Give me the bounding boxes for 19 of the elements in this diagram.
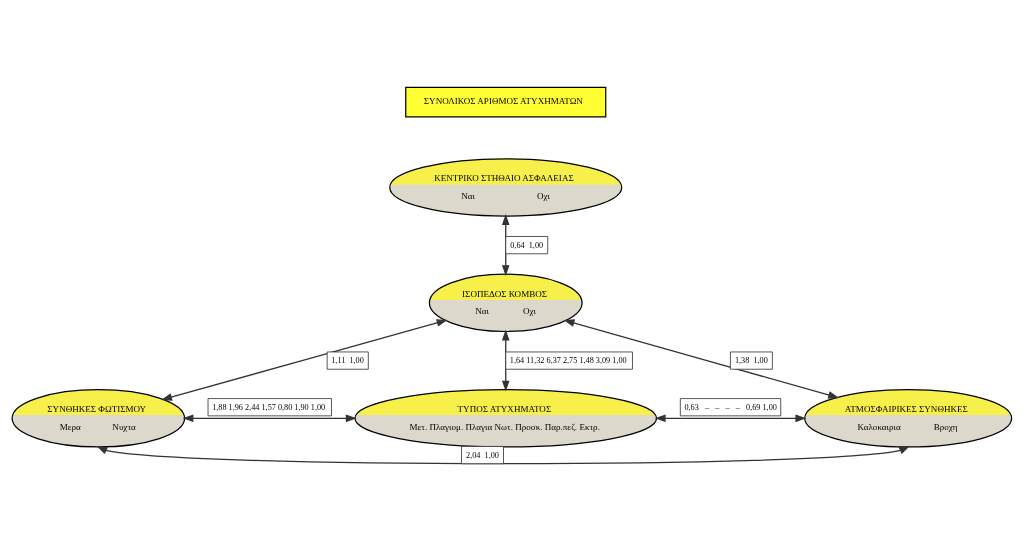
node-ellipse: ΤΥΠΟΣ ΑΤΥΧΗΜΑΤΟΣ Μετ. Πλαγιομ. Πλαγια Νωτ. Προσκ. Παρ.πεζ. Εκτρ. xyxy=(354,388,658,448)
arrow xyxy=(182,414,357,422)
edge-label: 1,88 1,96 2,44 1,57 0,80 1,90 1,00 xyxy=(212,402,326,412)
arrow xyxy=(654,414,807,422)
arrow xyxy=(501,329,510,392)
edge-label: 1,38 1,00 xyxy=(734,355,768,365)
edge-label: 1,64 11,32 6,37 2,75 1,48 3,09 1,00 xyxy=(509,355,627,365)
node-box: ΣΥΝΟΛΙΚΟΣ ΑΡΙΘΜΟΣ ΑΤΥΧΗΜΑΤΩΝ xyxy=(405,86,607,118)
arrow xyxy=(501,213,510,276)
arrow xyxy=(96,445,910,464)
edge-label: 1,11 1,00 xyxy=(331,355,364,365)
arrow xyxy=(161,318,448,401)
node-ellipse: ΚΕΝΤΡΙΚΟ ΣΤΗΘΑΙΟ ΑΣΦΑΛΕΙΑΣ Ναι Οχι xyxy=(389,157,623,217)
arrow xyxy=(563,318,840,399)
node-ellipse: ΣΥΝΘΗΚΕΣ ΦΩΤΙΣΜΟΥ Μερα Νυχτα xyxy=(11,388,186,448)
edge-label: 0,64 1,00 xyxy=(510,240,544,250)
edge-label: 0,63 – – – – 0,69 1,00 xyxy=(684,402,777,412)
node-ellipse: ΙΣΟΠΕΔΟΣ ΚΟΜΒΟΣ Ναι Οχι xyxy=(428,273,583,332)
edge-label: 2,04 1,00 xyxy=(466,450,499,460)
